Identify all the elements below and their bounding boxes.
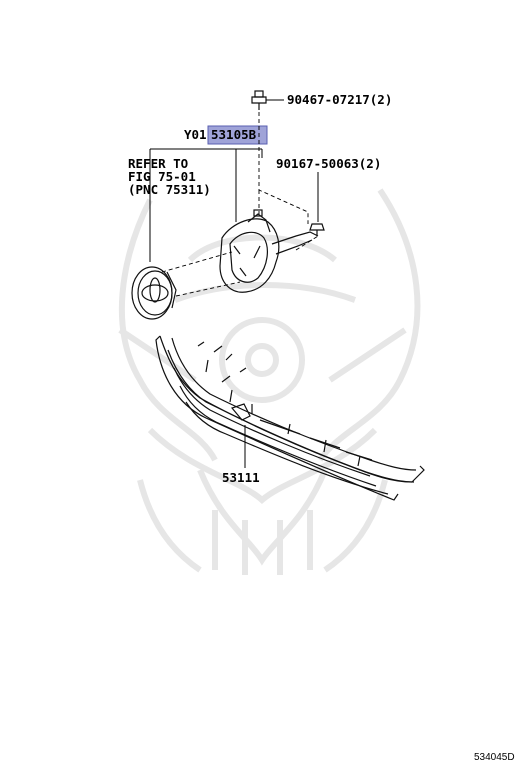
clip-bolt-callout[interactable]: 90467-07217(2) xyxy=(287,92,392,107)
emblem-bracket-part[interactable] xyxy=(219,209,319,293)
clip-bolt-part[interactable] xyxy=(251,90,267,110)
samurai-helmet-watermark-icon xyxy=(118,188,421,575)
refer-text-line3: (PNC 75311) xyxy=(128,182,211,197)
diagram-code: 534045D xyxy=(474,752,515,763)
bolt-dash-line xyxy=(258,112,309,224)
emblem-dash-1 xyxy=(161,251,233,273)
refer-text-line1: REFER TO xyxy=(128,156,188,171)
toyota-emblem-icon[interactable] xyxy=(131,266,177,320)
radiator-grille-part[interactable] xyxy=(155,335,425,501)
screw-part[interactable] xyxy=(309,223,325,236)
screw-dash xyxy=(295,235,319,251)
emblem-assy-highlight xyxy=(207,125,268,145)
emblem-dash-2 xyxy=(175,281,241,297)
refer-text-line2: FIG 75-01 xyxy=(128,169,196,184)
grille-callout[interactable]: 53111 xyxy=(222,470,260,485)
screw-callout[interactable]: 90167-50063(2) xyxy=(276,156,381,171)
emblem-assy-prefix: Y01 xyxy=(184,127,207,142)
emblem-assy-callout[interactable]: 53105B xyxy=(211,127,257,142)
